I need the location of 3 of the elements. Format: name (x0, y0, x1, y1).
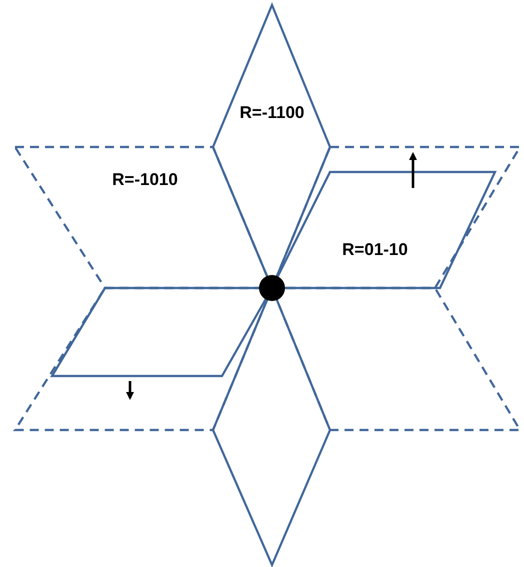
region-label: R=01-10 (342, 240, 408, 260)
region-label: R=-1010 (112, 170, 178, 190)
region-label: R=-1100 (240, 103, 304, 123)
